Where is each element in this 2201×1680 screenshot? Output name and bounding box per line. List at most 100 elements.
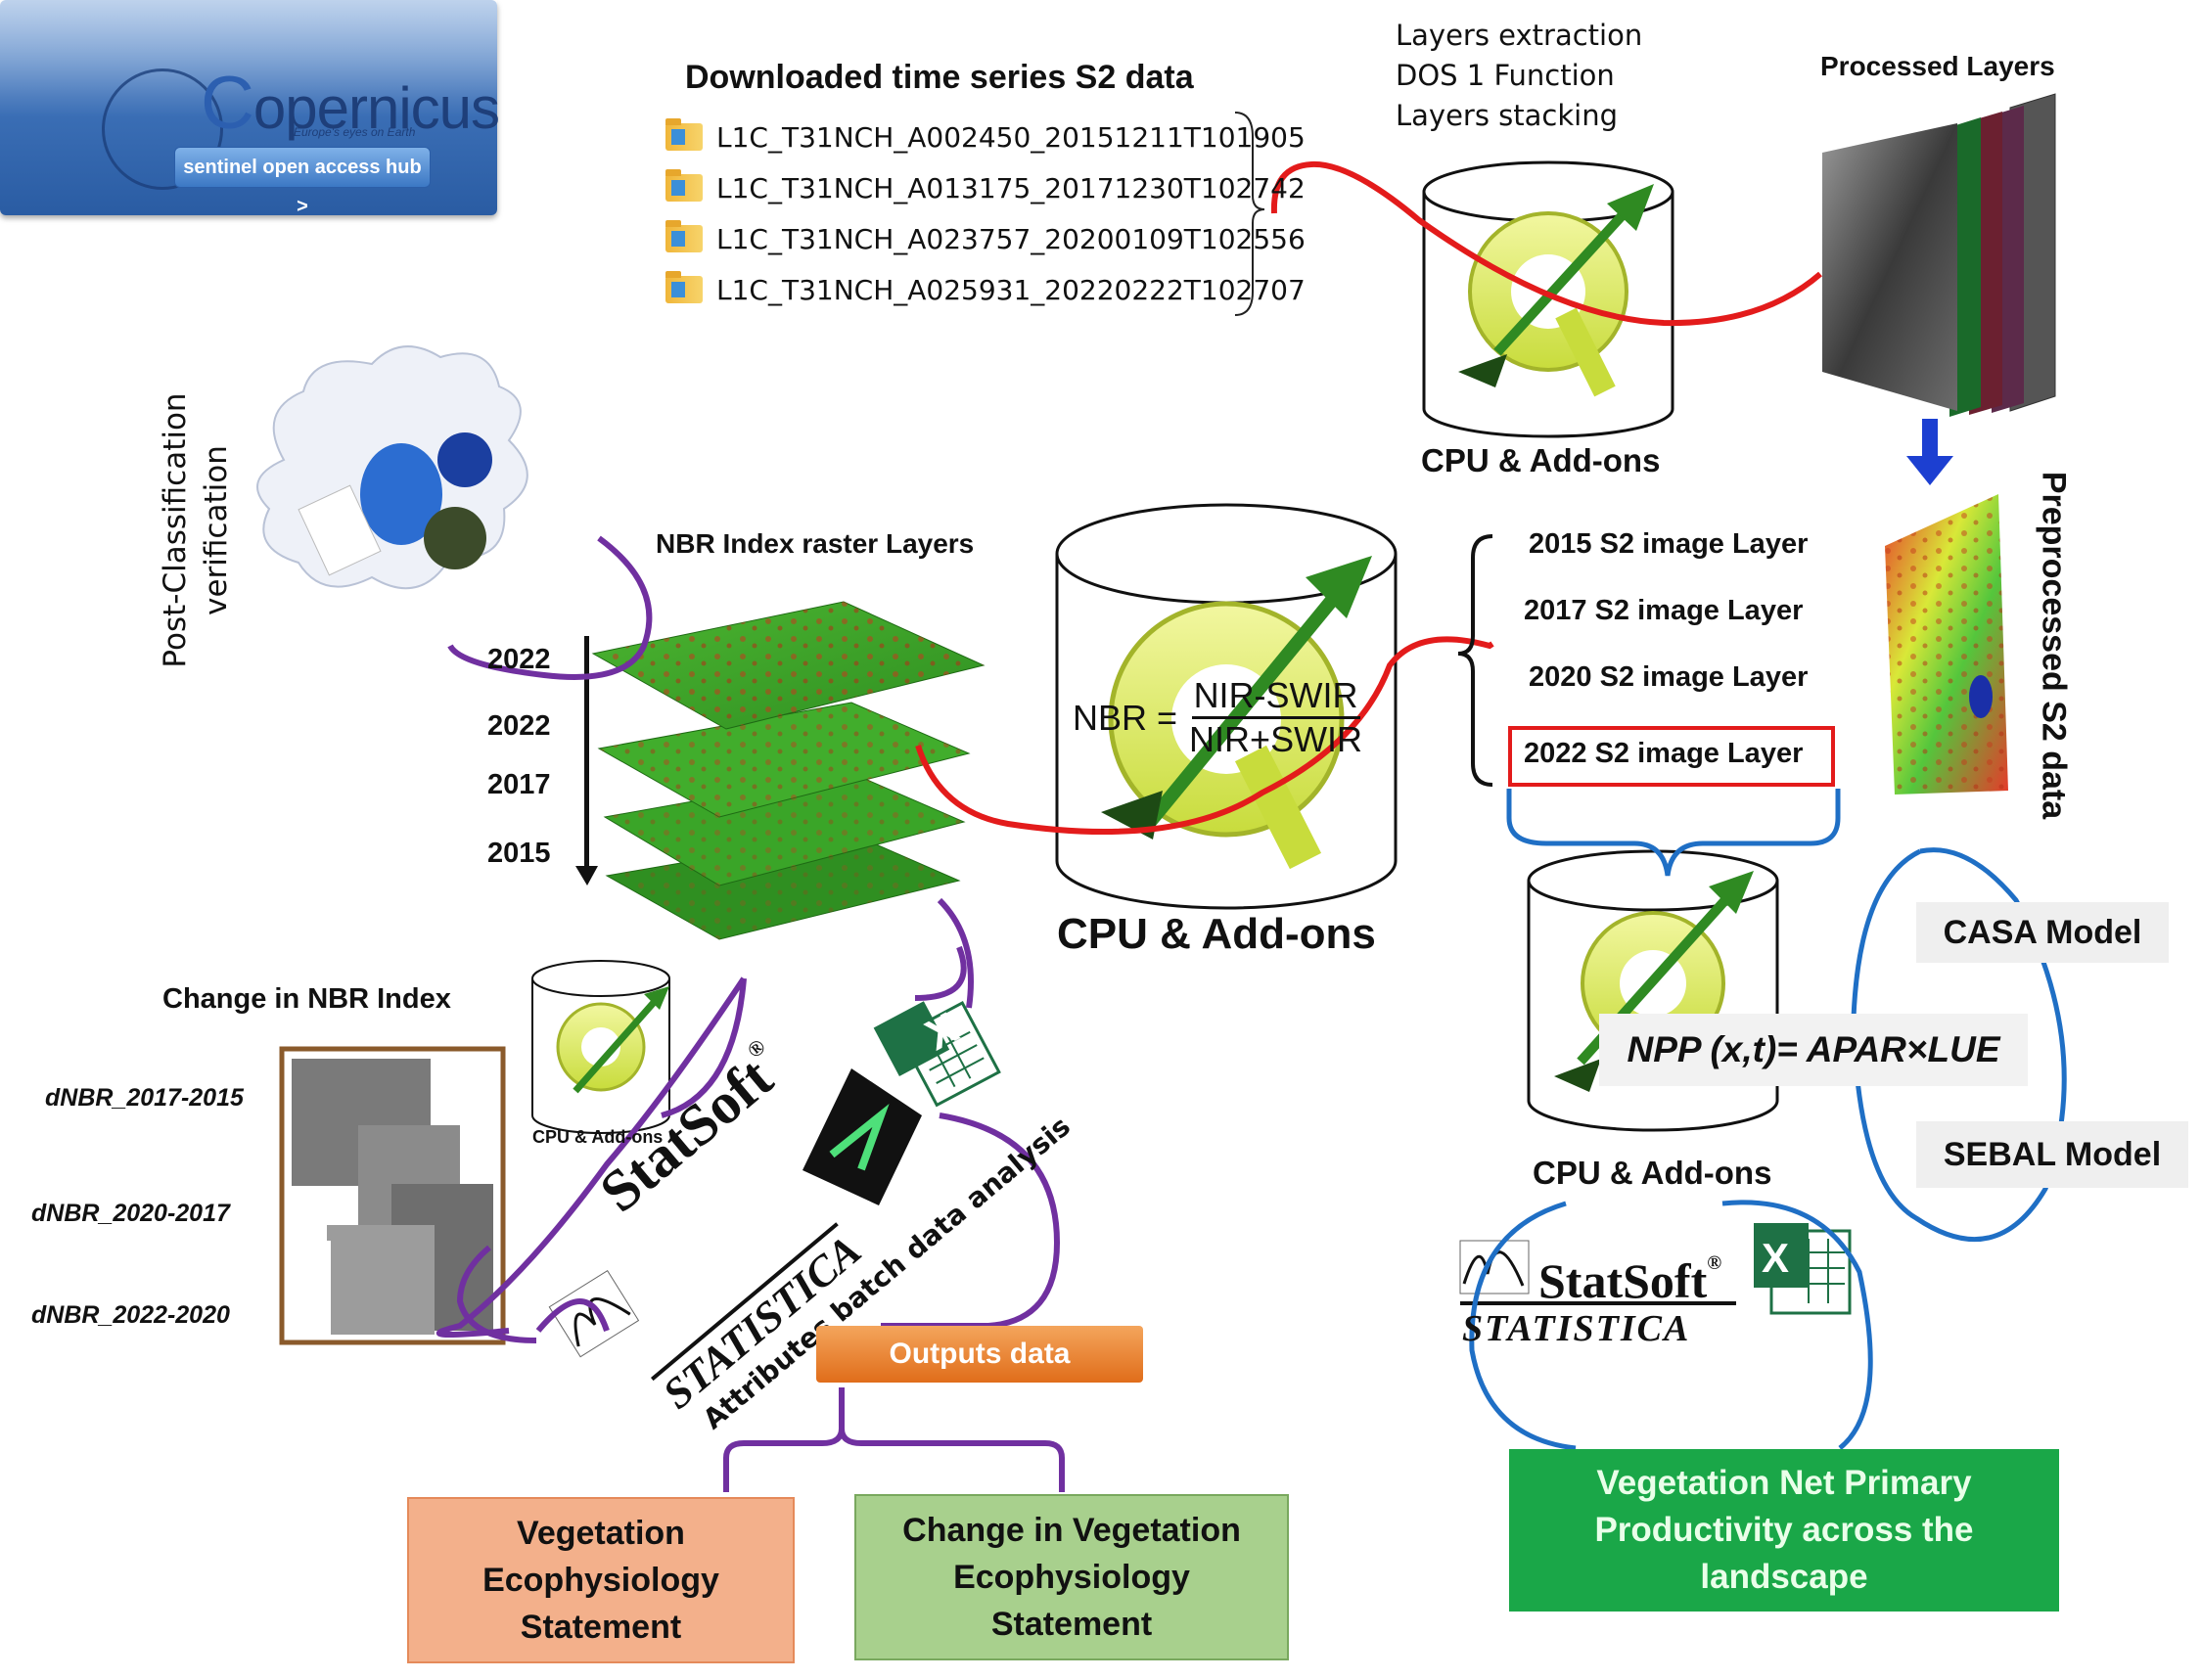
statsoft-reg-right: ®	[1707, 1252, 1722, 1274]
step-layers-extraction: Layers extraction	[1396, 19, 1643, 52]
copernicus-logo-text: Copernicus	[201, 61, 500, 146]
npp-line: Productivity across the	[1594, 1511, 1974, 1549]
change-title: Change in NBR Index	[162, 983, 451, 1015]
change-line: Change in Vegetation	[902, 1512, 1241, 1549]
statsoft-name-right: StatSoft®	[1538, 1252, 1721, 1309]
statsoft-name-right-text: StatSoft	[1538, 1253, 1708, 1308]
globe-icon	[102, 68, 223, 190]
copernicus-logo-word: opernicus	[252, 75, 500, 141]
excel-icon-right	[1754, 1223, 1852, 1315]
file-row[interactable]: L1C_T31NCH_A023757_20200109T102556	[665, 219, 1306, 258]
veg-line: Vegetation	[517, 1515, 685, 1552]
veg-line: Ecophysiology	[482, 1562, 719, 1599]
nbr-fraction: NIR-SWIR NIR+SWIR	[1189, 675, 1362, 760]
year-label: 2015	[487, 838, 551, 869]
nbr-formula-lhs: NBR =	[1073, 697, 1178, 738]
image-layer-2022: 2022 S2 image Layer	[1524, 738, 1804, 769]
file-row[interactable]: L1C_T31NCH_A013175_20171230T102742	[665, 168, 1306, 207]
year-label: 2017	[487, 769, 551, 800]
folder-icon	[665, 220, 703, 252]
flow-purple-stats	[881, 897, 1061, 1329]
processing-steps: Layers extraction DOS 1 Function Layers …	[1396, 16, 1642, 136]
layers-brace	[1457, 534, 1493, 787]
nbr-formula: NBR = NIR-SWIR NIR+SWIR	[1073, 675, 1362, 760]
image-layer-2017: 2017 S2 image Layer	[1524, 595, 1804, 626]
file-name: L1C_T31NCH_A023757_20200109T102556	[716, 222, 1306, 255]
file-name: L1C_T31NCH_A025931_20220222T102707	[716, 273, 1306, 306]
file-name: L1C_T31NCH_A002450_20151211T101905	[716, 120, 1306, 154]
copernicus-banner: Copernicus Europe's eyes on Earth sentin…	[0, 0, 500, 217]
banner-glow	[0, 0, 497, 117]
qgis-cylinder-center	[1055, 503, 1398, 910]
statsoft-grid-logo	[548, 1269, 640, 1358]
file-list-brace	[1234, 112, 1265, 316]
outputs-data-box: Outputs data	[816, 1326, 1143, 1383]
nbr-denominator: NIR+SWIR	[1189, 719, 1363, 759]
excel-letter-right: X	[1762, 1235, 1790, 1281]
qgis-cylinder-top	[1422, 160, 1674, 438]
change-line: Statement	[990, 1606, 1153, 1643]
qgis-cylinder-npp	[1527, 849, 1779, 1132]
folder-icon	[665, 169, 703, 202]
folder-icon	[665, 271, 703, 303]
npp-formula: NPP (x,t)= APAR×LUE	[1599, 1014, 2028, 1086]
post-classification-line2: verification	[199, 445, 234, 615]
cpu-label-small: CPU & Add-ons	[532, 1127, 664, 1147]
dnbr-item: dNBR_2022-2020	[31, 1301, 230, 1329]
npp-line: landscape	[1700, 1558, 1868, 1596]
flow-red-top	[1270, 160, 1822, 327]
statistica-diamond	[802, 1068, 922, 1205]
statistica-right: STATISTICA	[1462, 1308, 1691, 1349]
qgis-cylinder-small	[531, 960, 670, 1134]
excel-icon-tilted	[873, 1000, 1001, 1108]
file-name: L1C_T31NCH_A013175_20171230T102742	[716, 171, 1306, 204]
flow-red-center	[915, 636, 1494, 836]
verification-cloud	[256, 345, 528, 590]
timeline-arrow	[575, 636, 598, 885]
down-arrow-blue	[1906, 419, 1953, 485]
npp-line: Vegetation Net Primary	[1596, 1464, 1972, 1502]
open-access-hub-button[interactable]: sentinel open access hub >	[174, 147, 431, 217]
highlight-2022-layer	[1508, 726, 1835, 787]
casa-model-label: CASA Model	[1916, 902, 2169, 963]
cpu-label-center: CPU & Add-ons	[1057, 910, 1376, 958]
flow-blue-loop-stats	[1469, 1200, 1873, 1451]
veg-line: Statement	[520, 1609, 682, 1646]
nbr-sheet-stack	[591, 601, 986, 940]
post-classification-line1: Post-Classification	[158, 392, 193, 668]
copernicus-logo-c: C	[201, 62, 254, 145]
image-layer-2020: 2020 S2 image Layer	[1529, 661, 1809, 693]
nbr-numerator: NIR-SWIR	[1191, 675, 1360, 719]
dnbr-image-frame	[279, 1046, 506, 1345]
preprocessed-map	[1885, 494, 2008, 795]
flow-blue-loop-models	[1851, 847, 2067, 1242]
change-line: Ecophysiology	[953, 1559, 1190, 1596]
flow-purple-left	[456, 1245, 537, 1343]
step-layers-stacking: Layers stacking	[1396, 99, 1619, 132]
dnbr-item: dNBR_2020-2017	[31, 1200, 230, 1227]
sebal-model-label: SEBAL Model	[1916, 1121, 2188, 1188]
preprocessed-label: Preprocessed S2 data	[2035, 471, 2073, 820]
nbr-title: NBR Index raster Layers	[656, 528, 975, 559]
dnbr-item: dNBR_2017-2015	[45, 1084, 244, 1112]
flow-purple-branch	[723, 1387, 1065, 1492]
cpu-label-npp: CPU & Add-ons	[1533, 1155, 1772, 1191]
post-classification-label: Post-Classification verification	[155, 384, 237, 677]
flow-purple-main	[436, 945, 967, 1338]
cpu-label-top: CPU & Add-ons	[1421, 442, 1661, 478]
year-label: 2022	[487, 710, 551, 742]
processed-layers-label: Processed Layers	[1820, 51, 2055, 81]
copernicus-tagline: Europe's eyes on Earth	[294, 125, 416, 139]
step-dos1: DOS 1 Function	[1396, 59, 1615, 92]
flow-blue-bracket	[1506, 789, 1841, 877]
image-layer-2015: 2015 S2 image Layer	[1529, 528, 1809, 560]
file-row[interactable]: L1C_T31NCH_A025931_20220222T102707	[665, 270, 1306, 309]
file-row[interactable]: L1C_T31NCH_A002450_20151211T101905	[665, 117, 1306, 157]
flow-purple-cloud	[447, 535, 653, 680]
processed-layers-stack	[1822, 93, 2056, 417]
downloads-title: Downloaded time series S2 data	[685, 59, 1194, 96]
